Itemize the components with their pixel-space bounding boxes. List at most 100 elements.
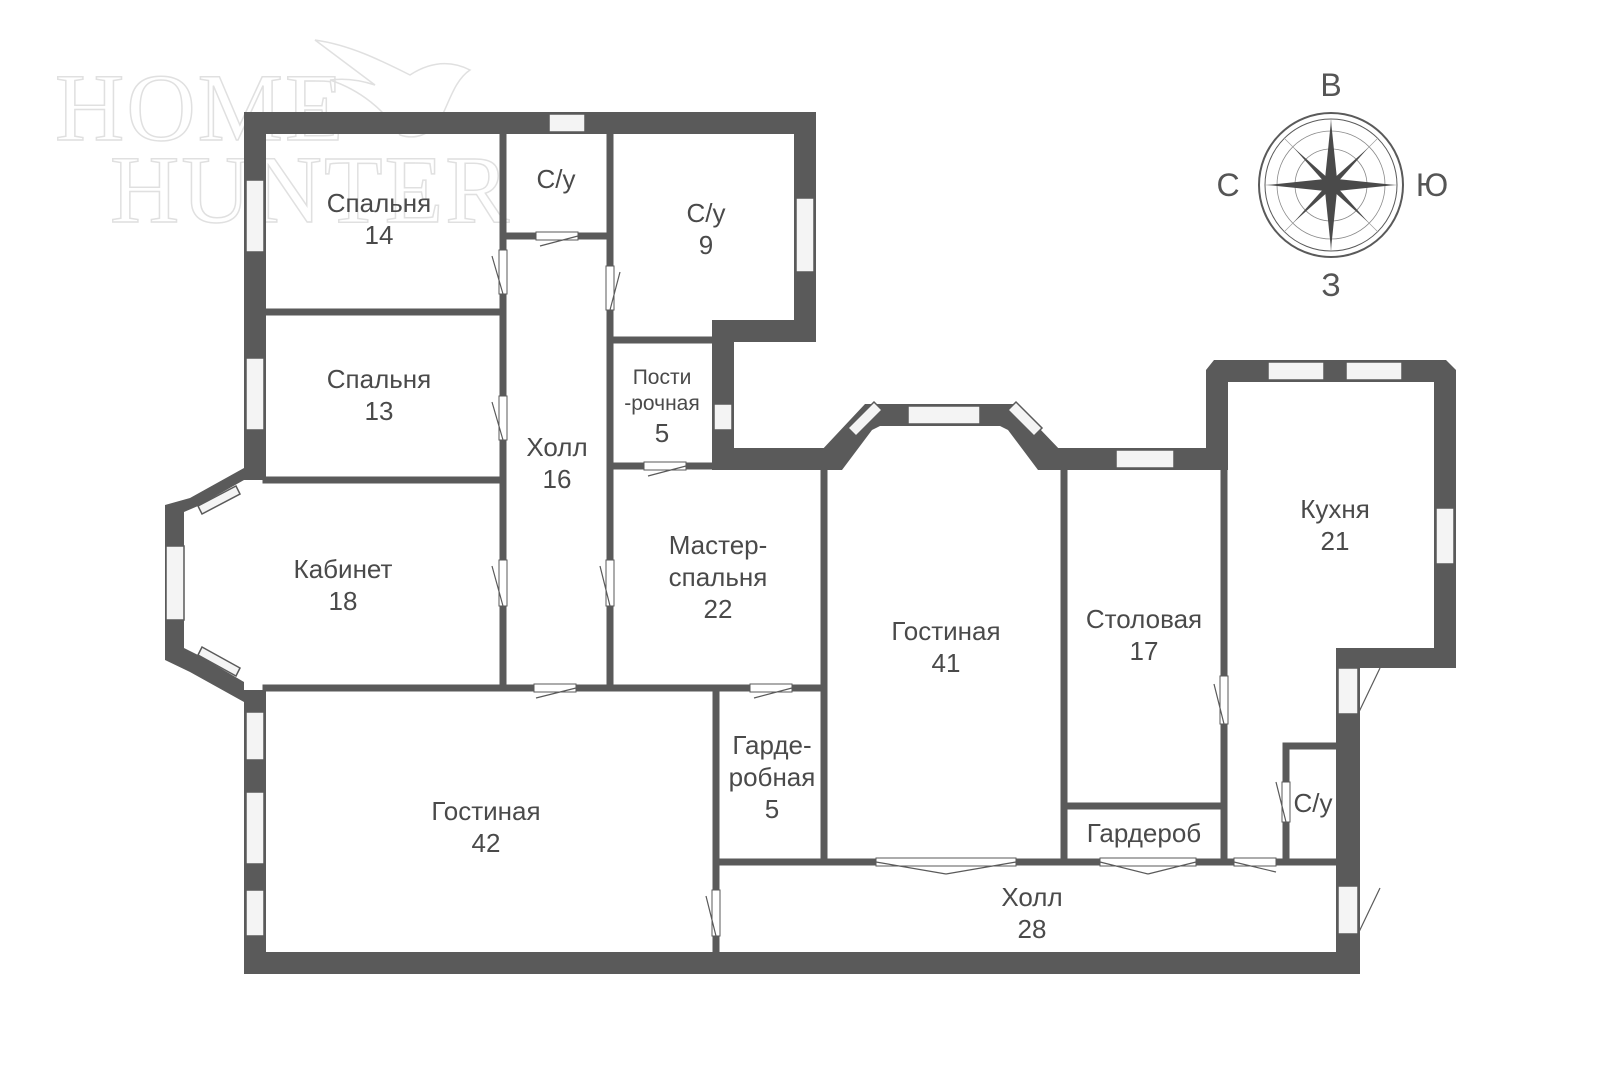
door-leaf — [491, 255, 504, 295]
compass-bottom-label: З — [1321, 267, 1340, 303]
window — [1006, 400, 1044, 438]
door-leaf — [1099, 861, 1149, 875]
room-bedroom-13: Спальня 13 — [327, 364, 431, 426]
door-gap — [498, 559, 508, 607]
wall-step-3 — [712, 448, 832, 470]
room-area: 28 — [1018, 914, 1047, 944]
door-gap — [535, 231, 579, 241]
room-area: 42 — [472, 828, 501, 858]
door-leaf — [1213, 683, 1225, 725]
room-wc-small: С/у — [537, 164, 576, 194]
window — [245, 791, 265, 865]
room-name: Гостиная — [891, 616, 1000, 646]
room-laundry-5: Пости -рочная 5 — [624, 366, 699, 448]
door-gap — [1281, 781, 1291, 823]
compass-right-label: Ю — [1416, 167, 1448, 203]
room-name-line-2: робная — [729, 762, 816, 792]
window — [907, 405, 981, 425]
door-leaf — [647, 465, 687, 477]
window — [1115, 449, 1175, 469]
window — [165, 545, 185, 621]
window — [1267, 361, 1325, 381]
room-area: 41 — [932, 648, 961, 678]
door-gap — [643, 461, 687, 471]
door-gap — [1233, 857, 1277, 867]
room-living-41: Гостиная 41 — [891, 616, 1000, 678]
window — [713, 403, 733, 431]
walls — [165, 112, 1456, 974]
windows — [165, 113, 1455, 937]
door-leaf — [753, 687, 793, 699]
room-name: Холл — [1001, 882, 1062, 912]
room-hall-28: Холл 28 — [1001, 882, 1062, 944]
room-area: 21 — [1321, 526, 1350, 556]
door-gap — [533, 683, 577, 693]
window — [1435, 507, 1455, 565]
watermark-line-1: HOME — [55, 54, 346, 161]
room-name: Кабинет — [294, 554, 393, 584]
compass-left-label: С — [1216, 167, 1239, 203]
room-name-line-1: Пости — [633, 366, 692, 389]
door-leaf — [609, 271, 621, 311]
room-name: Гостиная — [431, 796, 540, 826]
room-area: 5 — [765, 794, 779, 824]
window — [795, 197, 815, 273]
room-living-42: Гостиная 42 — [431, 796, 540, 858]
room-name: Кухня — [1300, 494, 1370, 524]
window — [245, 711, 265, 761]
door-leaf — [491, 401, 504, 441]
room-area: 22 — [704, 594, 733, 624]
room-name: Столовая — [1086, 604, 1202, 634]
door-gap — [605, 559, 615, 607]
room-kitchen-21: Кухня 21 — [1300, 494, 1370, 556]
window — [197, 645, 241, 678]
room-name: С/у — [537, 164, 576, 194]
doors — [491, 231, 1381, 937]
room-wc-9: С/у 9 — [687, 198, 726, 260]
window — [846, 400, 884, 438]
door-leaf — [945, 861, 1017, 875]
room-name-line-2: спальня — [669, 562, 768, 592]
window — [197, 484, 241, 516]
room-name: Гардероб — [1087, 818, 1201, 848]
room-labels: Спальня 14 С/у С/у 9 Спальня 13 Холл 16 … — [294, 164, 1370, 944]
window — [245, 357, 265, 431]
wall-living-bay — [820, 404, 1064, 470]
door-leaf — [599, 565, 611, 607]
door-gap — [498, 249, 508, 295]
window — [1337, 885, 1359, 935]
room-area: 18 — [329, 586, 358, 616]
window — [548, 113, 586, 133]
door-leaf — [1357, 887, 1381, 935]
room-name: С/у — [1294, 788, 1333, 818]
compass-rose-icon — [1258, 112, 1404, 258]
room-master-bedroom-22: Мастер- спальня 22 — [669, 530, 768, 624]
door-leaf — [705, 895, 717, 937]
room-wc-right: С/у — [1294, 788, 1333, 818]
door-gap — [711, 889, 721, 937]
room-bedroom-14: Спальня 14 — [327, 188, 431, 250]
room-area: 14 — [365, 220, 394, 250]
door-leaf — [535, 687, 577, 699]
door-gap — [749, 683, 793, 693]
room-area: 17 — [1130, 636, 1159, 666]
compass: В С Ю З — [1216, 67, 1448, 303]
room-area: 16 — [543, 464, 572, 494]
watermark-line-2: HUNTER — [110, 136, 511, 243]
compass-top-label: В — [1320, 67, 1341, 103]
door-leaf — [1147, 861, 1197, 875]
door-leaf — [875, 861, 947, 875]
room-hall-16: Холл 16 — [526, 432, 587, 494]
room-name: Спальня — [327, 364, 431, 394]
room-name-line-1: Гарде- — [732, 730, 811, 760]
door-gap — [1099, 857, 1197, 867]
room-office-18: Кабинет 18 — [294, 554, 393, 616]
door-leaf — [491, 565, 504, 607]
door-gap — [605, 265, 615, 311]
door-gap — [498, 395, 508, 441]
door-gap — [875, 857, 1017, 867]
door-leaf — [1357, 667, 1381, 715]
room-name: С/у — [687, 198, 726, 228]
room-name: Спальня — [327, 188, 431, 218]
